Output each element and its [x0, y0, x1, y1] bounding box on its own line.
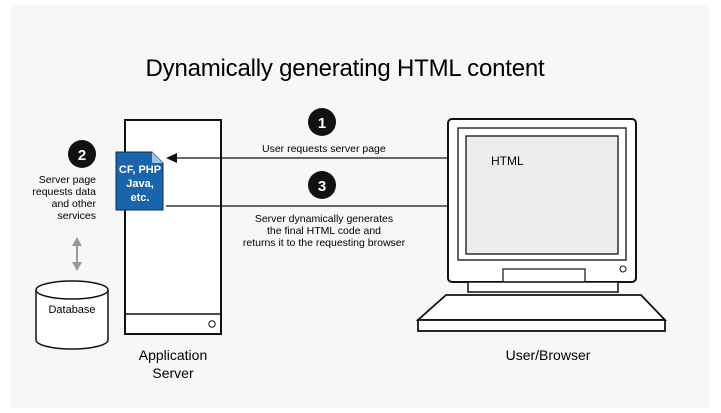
database-cylinder-top	[35, 280, 109, 300]
server-power-button	[208, 320, 216, 328]
monitor-power-button	[619, 265, 627, 273]
keyboard-front	[417, 319, 666, 332]
request-arrow-head	[166, 153, 177, 163]
step-2-badge	[68, 140, 96, 168]
step-3-text-line: Server dynamically generates	[254, 213, 394, 225]
application-server-label: Application Server	[118, 346, 228, 382]
step-1-number: 1	[318, 115, 326, 132]
step-3-badge	[308, 171, 336, 199]
file-icon-label: CF, PHP Java, etc.	[115, 163, 165, 205]
step-3-text-line: returns it to the requesting browser	[242, 237, 406, 249]
step-3-text: Server dynamically generates the final H…	[222, 213, 426, 249]
file-icon-label-line: CF, PHP	[118, 164, 162, 176]
database-link-arrow-up	[72, 237, 82, 246]
step-2-text-line: services	[57, 210, 96, 222]
file-icon-label-line: Java,	[126, 178, 154, 190]
step-2-number: 2	[78, 147, 86, 164]
database-cylinder-body	[35, 290, 109, 350]
step-3-number: 3	[318, 178, 326, 195]
monitor-stand	[467, 281, 619, 293]
database-link-arrow-down	[72, 262, 82, 271]
user-browser-label: User/Browser	[505, 347, 591, 363]
server-label-line: Application	[138, 347, 208, 363]
keyboard-top	[415, 294, 668, 321]
step-2-text-line: requests data	[32, 186, 96, 198]
server-page-file-icon	[115, 151, 164, 211]
step-2-text-line: Server page	[38, 174, 96, 186]
step-3-text-line: the final HTML code and	[266, 225, 381, 237]
monitor-base-panel	[502, 268, 586, 283]
step-2-text: Server page requests data and other serv…	[20, 174, 96, 222]
screen-html-label: HTML	[491, 154, 524, 168]
monitor-screen	[465, 135, 619, 255]
diagram-title: Dynamically generating HTML content	[145, 55, 545, 82]
file-icon-label-line: etc.	[130, 192, 150, 204]
file-icon-fold	[152, 152, 163, 163]
step-1-text: User requests server page	[262, 143, 386, 155]
step-2-text-line: and other	[51, 198, 96, 210]
step-1-badge	[308, 108, 336, 136]
database-label: Database	[48, 304, 96, 316]
server-label-line: Server	[152, 365, 194, 381]
